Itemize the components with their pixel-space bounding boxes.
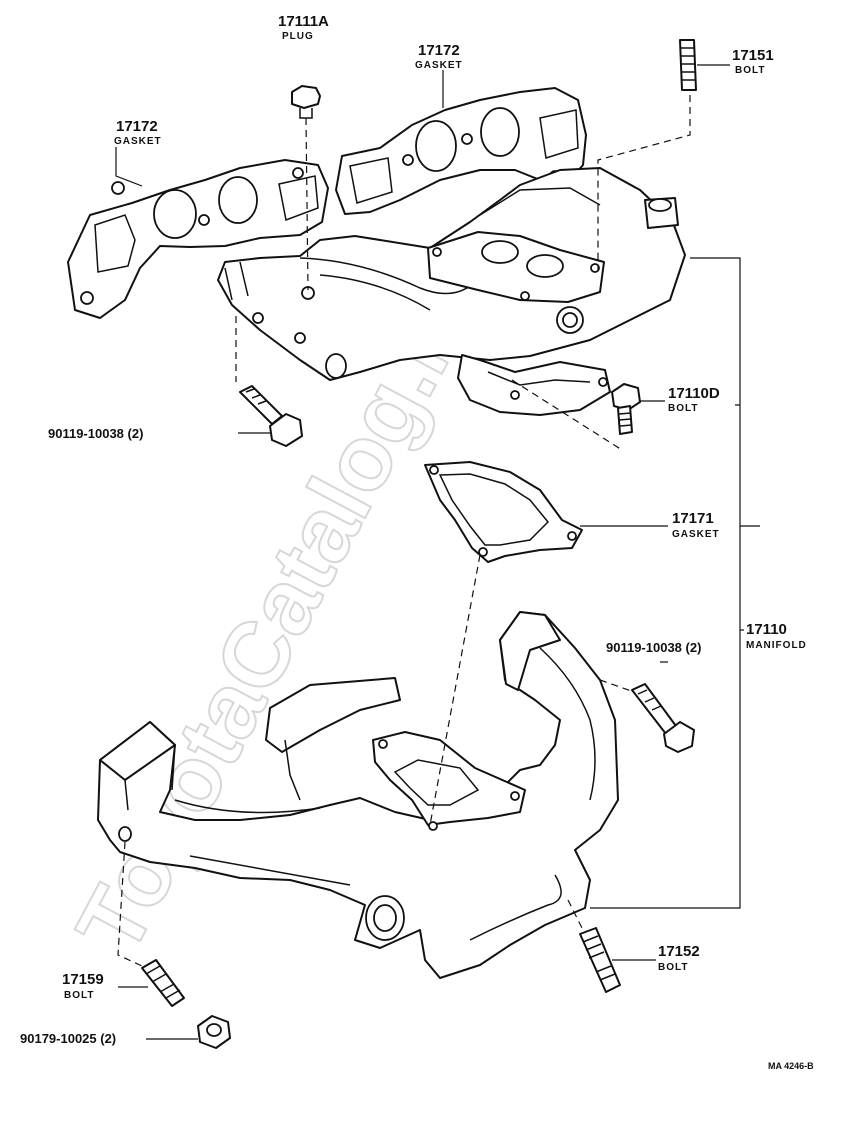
- callout-plug: 17111A PLUG: [278, 13, 329, 42]
- plug-17111a[interactable]: [291, 85, 321, 119]
- part-number-17172-right: 17172: [418, 42, 460, 59]
- callout-gasket-right: 17172 GASKET: [415, 42, 463, 71]
- part-name-bolt-right: BOLT: [668, 403, 698, 414]
- part-number-17110: 17110: [746, 621, 787, 638]
- part-number-17171: 17171: [672, 510, 714, 527]
- callout-gasket-left: 17172 GASKET: [114, 118, 162, 147]
- callout-manifold: 17110 MANIFOLD: [746, 621, 807, 651]
- intake-manifold-upper[interactable]: [217, 167, 686, 416]
- part-name-gasket-mid: GASKET: [672, 529, 720, 540]
- part-name-manifold: MANIFOLD: [746, 640, 807, 651]
- callout-bolt-lower-right: 90119-10038 (2): [606, 640, 701, 655]
- part-number-90179: 90179-10025 (2): [20, 1031, 116, 1046]
- stud-17151[interactable]: [679, 39, 697, 91]
- part-name-bolt-top: BOLT: [735, 65, 765, 76]
- exhaust-manifold-lower[interactable]: [97, 611, 619, 979]
- callout-nut: 90179-10025 (2): [20, 1031, 116, 1046]
- bolt-90119-lower[interactable]: [631, 683, 695, 753]
- callout-bolt-right: 17110D BOLT: [668, 385, 720, 414]
- callout-bolt-top: 17151 BOLT: [732, 47, 774, 76]
- part-number-17110d: 17110D: [668, 385, 720, 402]
- stud-17159[interactable]: [141, 959, 185, 1007]
- leader-lines: [115, 64, 760, 1040]
- bolt-17110d[interactable]: [611, 383, 641, 435]
- gasket-left-17172[interactable]: [67, 159, 329, 319]
- part-name-gasket-right: GASKET: [415, 60, 463, 71]
- callout-gasket-mid: 17171 GASKET: [672, 510, 720, 540]
- part-name-bolt-lower-left: BOLT: [64, 990, 94, 1001]
- part-number-17111a: 17111A: [278, 13, 329, 30]
- part-name-bolt-stud: BOLT: [658, 962, 688, 973]
- callout-bolt-upper-left: 90119-10038 (2): [48, 426, 143, 441]
- part-name-plug: PLUG: [282, 31, 314, 42]
- bolt-90119-upper[interactable]: [239, 385, 303, 447]
- gasket-17171[interactable]: [424, 461, 583, 563]
- alignment-lines: [117, 95, 691, 967]
- part-number-17159: 17159: [62, 971, 104, 988]
- diagram-code: MA 4246-B: [768, 1061, 814, 1071]
- part-number-17152: 17152: [658, 943, 700, 960]
- callout-bolt-stud: 17152 BOLT: [658, 943, 700, 973]
- part-number-17172-left: 17172: [116, 118, 158, 135]
- part-number-90119-upper: 90119-10038 (2): [48, 426, 143, 441]
- callout-bolt-lower-left: 17159 BOLT: [62, 971, 104, 1001]
- nut-90179[interactable]: [197, 1015, 231, 1049]
- part-name-gasket-left: GASKET: [114, 136, 162, 147]
- part-number-90119-lower: 90119-10038 (2): [606, 640, 701, 655]
- stud-17152[interactable]: [579, 927, 621, 993]
- part-number-17151: 17151: [732, 47, 774, 64]
